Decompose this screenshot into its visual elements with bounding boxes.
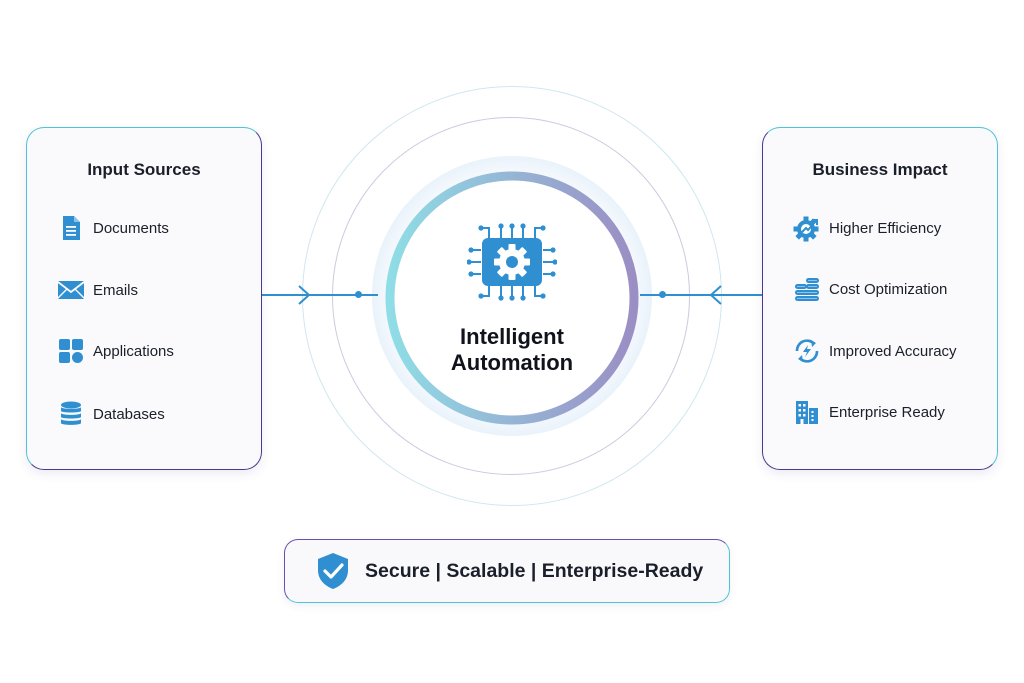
impact-item-label: Enterprise Ready: [829, 403, 945, 421]
impact-item-cost-optimization: Cost Optimization: [793, 275, 947, 303]
input-item-label: Databases: [93, 405, 165, 423]
input-sources-panel: Input Sources Documents Emails Applicati…: [26, 127, 262, 470]
badge-text: Secure | Scalable | Enterprise-Ready: [365, 559, 704, 582]
applications-icon: [59, 339, 83, 363]
email-icon: [57, 281, 85, 299]
center-title-line1: Intelligent: [460, 324, 564, 349]
left-arrow-icon: [298, 285, 311, 305]
center-title-line2: Automation: [450, 350, 574, 375]
input-sources-title: Input Sources: [87, 160, 201, 179]
right-arrow-icon: [709, 285, 722, 305]
left-connector-dot: [355, 291, 362, 298]
document-icon: [63, 216, 80, 240]
center-title: Intelligent Automation: [412, 324, 612, 376]
business-impact-panel: Business Impact Higher Efficiency: [762, 127, 998, 470]
input-item-label: Documents: [93, 219, 169, 237]
efficiency-gear-icon: [793, 216, 819, 242]
impact-item-label: Higher Efficiency: [829, 219, 942, 237]
impact-item-improved-accuracy: Improved Accuracy: [793, 337, 957, 365]
impact-item-higher-efficiency: Higher Efficiency: [793, 214, 941, 242]
business-impact-title: Business Impact: [812, 160, 948, 179]
impact-item-label: Cost Optimization: [829, 280, 948, 298]
input-item-applications: Applications: [57, 337, 174, 365]
right-connector-dot: [659, 291, 666, 298]
impact-item-label: Improved Accuracy: [829, 342, 957, 360]
accuracy-refresh-icon: [795, 339, 819, 363]
input-item-emails: Emails: [57, 276, 138, 304]
impact-item-enterprise-ready: Enterprise Ready: [793, 398, 945, 426]
input-item-label: Emails: [93, 281, 139, 299]
input-item-label: Applications: [93, 342, 174, 360]
building-icon: [796, 401, 818, 424]
outer-ring: [302, 86, 722, 506]
gear-chip-icon: [467, 223, 557, 301]
input-item-documents: Documents: [57, 214, 169, 242]
middle-ring: [332, 117, 690, 475]
security-badge: Secure | Scalable | Enterprise-Ready: [284, 539, 730, 603]
input-item-databases: Databases: [57, 400, 165, 428]
shield-check-icon: [318, 553, 348, 589]
left-connector-line: [262, 294, 378, 296]
database-icon: [61, 401, 81, 425]
coins-icon: [795, 278, 819, 301]
right-connector-line: [640, 294, 762, 296]
